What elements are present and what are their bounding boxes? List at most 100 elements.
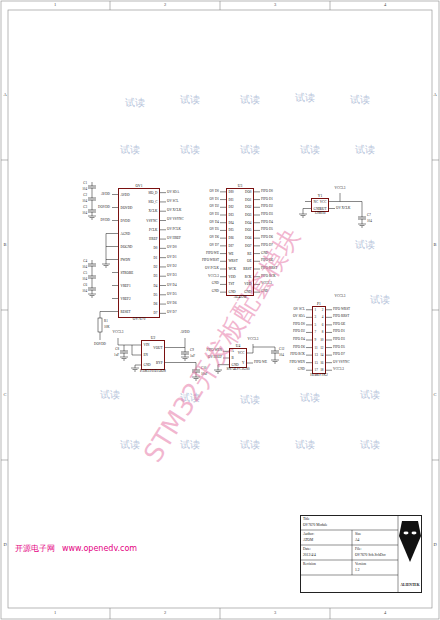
pin-name: 12 — [320, 347, 323, 350]
net-label: OV HREF — [167, 237, 181, 240]
pin-stub — [326, 347, 332, 348]
title-field: Date: — [303, 548, 311, 552]
grid-ref: 3 — [274, 3, 276, 8]
net-label: OV D6 — [209, 236, 219, 239]
net-label: FIFO D0 — [261, 190, 273, 193]
watermark: 试读 — [240, 95, 260, 105]
pin-name: B — [232, 357, 234, 360]
part-label: C1 — [83, 182, 87, 185]
pin-name: VIN — [144, 344, 150, 347]
part-designator: U3 — [238, 185, 242, 189]
pin-name: DO1 — [245, 199, 251, 202]
pin-name: XCLK — [149, 211, 158, 214]
watermark: 试读 — [120, 440, 140, 450]
net-label: DVDD — [100, 219, 110, 222]
pin-name: DOGND — [121, 246, 133, 249]
wire — [253, 347, 275, 360]
pin-name: VOUT — [153, 347, 162, 350]
chip-box: U4SN74LVC1G00ABGNDVCCY — [229, 348, 247, 368]
grid-ref: B — [433, 243, 436, 248]
watermark: 试读 — [240, 145, 260, 155]
grid-ref: D — [3, 543, 6, 548]
part-label: 104 — [82, 212, 87, 215]
net-label: FIFO RRST — [333, 316, 349, 319]
pin-name: 16 — [320, 362, 323, 365]
title-field: OV7670 Sch.SchDoc — [355, 554, 386, 558]
pin-name: DI7 — [229, 245, 234, 248]
pin-stub — [329, 201, 335, 202]
net-label: VCC3.3 — [208, 275, 219, 278]
pin-stub — [254, 238, 260, 239]
watermark: 试读 — [180, 95, 200, 105]
net-label: OV D7 — [167, 312, 177, 315]
pin-name: 6 — [322, 324, 324, 327]
net-label: FIFO D4 — [293, 338, 305, 341]
net-label: OV D4 — [167, 284, 177, 287]
part-label: C9 — [190, 349, 194, 352]
net-label: FIFO D6 — [293, 346, 305, 349]
pin-stub — [326, 362, 332, 363]
pin-name: GND — [232, 364, 239, 367]
net-label: FIFO WE — [254, 361, 267, 364]
title-block: TitleOV7670 ModuleAuthor:ATOMSizeA4Date:… — [300, 515, 422, 593]
logo-eye — [404, 532, 409, 535]
pin-name: 15 — [315, 362, 318, 365]
watermark: 试读 — [240, 440, 260, 450]
pin-name: RE — [247, 253, 251, 256]
net-label: FIFO D2 — [293, 331, 305, 334]
pin-name: DO0 — [245, 191, 251, 194]
net-label: FIFO D5 — [261, 229, 273, 232]
pin-name: VCC — [238, 352, 245, 355]
pin-stub — [160, 239, 166, 240]
pin-name: DO2 — [245, 207, 251, 210]
pin-name: RCK — [245, 276, 252, 279]
capacitor-gap — [88, 186, 96, 188]
wire — [106, 259, 112, 260]
grid-ref: D — [433, 543, 436, 548]
net-label: DOVDD — [98, 206, 110, 209]
pin-name: Y — [242, 362, 244, 365]
chip-box: U2PAM3101DAB28VINENGNDVOUTBYP — [141, 340, 165, 370]
inner-frame — [8, 10, 432, 608]
net-label: OV D5 — [209, 229, 219, 232]
part-label: 104 — [367, 220, 372, 223]
pin-stub — [160, 229, 166, 230]
net-label: FIFO D1 — [261, 198, 273, 201]
part-designator: P1 — [317, 303, 321, 307]
net-label: OV SCL — [293, 308, 305, 311]
net-label: AVDD — [180, 331, 189, 334]
pin-name: 2 — [322, 309, 324, 312]
pin-name: PCLK — [149, 229, 157, 232]
watermark: 试读 — [370, 295, 390, 305]
capacitor-gap — [88, 198, 96, 200]
grid-ref: B — [3, 243, 6, 248]
part-label: C7 — [367, 214, 371, 217]
pin-name: GND — [314, 208, 321, 211]
wire — [106, 234, 112, 265]
pin-name: DO3 — [245, 214, 251, 217]
net-label: OV D0 — [167, 247, 177, 250]
pin-stub — [326, 324, 332, 325]
wire — [132, 345, 135, 355]
part-value: AL422B — [234, 296, 247, 300]
ground-symbol — [299, 214, 307, 217]
pin-name: VREF1 — [121, 285, 131, 288]
ground-symbol — [131, 368, 139, 371]
chip-box: OV1OV7670AVDDDOVDDDVDDAGNDDOGNDPWDNSTROB… — [118, 188, 160, 318]
net-label: VCC3.3 — [335, 187, 346, 190]
pin-name: VREF2 — [121, 298, 131, 301]
pin-name: AVDD — [121, 194, 130, 197]
pin-name: GND — [244, 291, 251, 294]
pin-name: 14 — [320, 354, 323, 357]
grid-ref: C — [433, 393, 436, 398]
pin-name: PWDN — [121, 259, 131, 262]
pin-name: DO4 — [245, 222, 251, 225]
pin-name: 17 — [315, 370, 318, 373]
pin-name: D7 — [153, 313, 157, 316]
wire — [106, 246, 112, 247]
pin-name: WE — [229, 253, 234, 256]
logo-eye — [412, 532, 417, 535]
net-label: FIFO D0 — [293, 323, 305, 326]
